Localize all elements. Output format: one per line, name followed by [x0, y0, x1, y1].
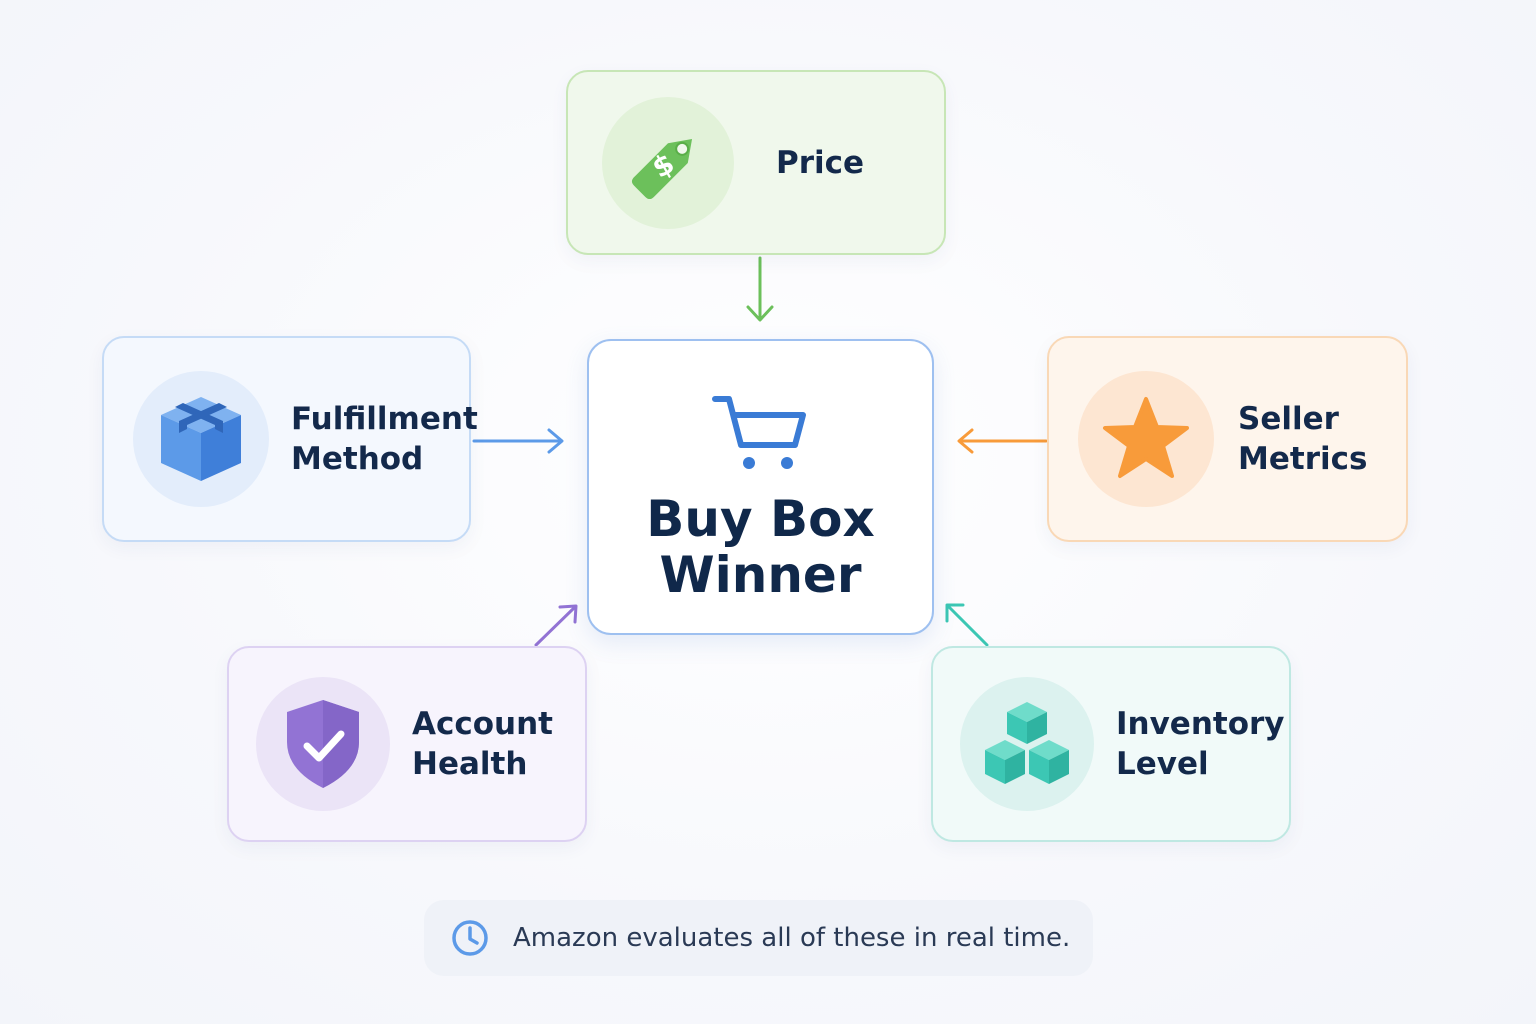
star-icon — [1078, 371, 1214, 507]
arrow-price-to-center — [746, 256, 774, 322]
arrow-fulfillment-to-center — [472, 428, 564, 454]
factor-label-fulfillment: Fulfillment Method — [291, 401, 478, 477]
footer-text: Amazon evaluates all of these in real ti… — [513, 923, 1071, 953]
factor-card-price: $ Price — [566, 70, 946, 255]
box-icon — [133, 371, 269, 507]
buy-box-winner-title: Buy Box Winner — [646, 490, 875, 604]
stacked-cubes-icon — [960, 677, 1094, 811]
factor-label-account-health: Account Health — [412, 706, 553, 782]
footer-note: Amazon evaluates all of these in real ti… — [424, 900, 1093, 976]
arrow-seller-to-center — [957, 428, 1048, 454]
factor-label-seller-metrics: Seller Metrics — [1238, 401, 1368, 477]
factor-label-price: Price — [776, 144, 865, 181]
buy-box-winner-card: Buy Box Winner — [587, 339, 934, 635]
factor-label-inventory-level: Inventory Level — [1116, 706, 1285, 782]
arrow-account-to-center — [534, 604, 578, 647]
factor-card-seller-metrics: Seller Metrics — [1047, 336, 1408, 542]
factor-card-fulfillment: Fulfillment Method — [102, 336, 478, 542]
factor-card-account-health: Account Health — [227, 646, 587, 842]
price-tag-icon: $ — [602, 96, 734, 229]
factor-card-inventory-level: Inventory Level — [931, 646, 1291, 842]
shopping-cart-icon — [711, 396, 806, 469]
clock-icon — [452, 920, 488, 956]
shield-check-icon — [256, 677, 390, 811]
arrow-inventory-to-center — [945, 603, 989, 647]
